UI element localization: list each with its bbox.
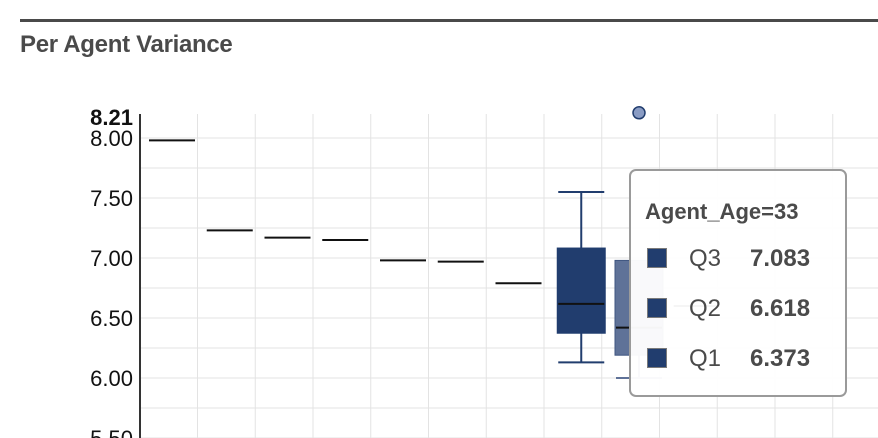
tooltip-row-q2: Q2 6.618 [645, 295, 835, 325]
tooltip-label: Q3 [689, 245, 722, 272]
y-tick-label: 7.50 [90, 186, 133, 211]
hover-tooltip: Agent_Age=33 Q3 7.083 Q2 6.618 Q1 6.373 [629, 169, 847, 397]
legend-swatch-icon [647, 248, 667, 268]
y-tick-label: 6.00 [90, 366, 133, 391]
y-max-label: 8.21 [90, 105, 133, 130]
box-body [556, 247, 606, 334]
legend-swatch-icon [647, 298, 667, 318]
tooltip-label: Q2 [689, 295, 722, 322]
y-tick-label: 8.00 [90, 126, 133, 151]
y-tick-label: 7.00 [90, 246, 133, 271]
y-tick-label: 6.50 [90, 306, 133, 331]
tooltip-value: 6.618 [750, 295, 811, 322]
tooltip-value: 6.373 [750, 345, 811, 372]
outlier-point [632, 106, 646, 120]
chart-title: Per Agent Variance [20, 31, 233, 58]
y-tick-label: 5.50 [90, 426, 133, 438]
title-divider [20, 19, 878, 22]
tooltip-value: 7.083 [750, 245, 811, 272]
tooltip-row-q1: Q1 6.373 [645, 345, 835, 375]
legend-swatch-icon [647, 348, 667, 368]
box-item[interactable] [556, 191, 606, 364]
y-axis: 5.50 6.00 6.50 7.00 7.50 8.008.21 [90, 105, 141, 438]
tooltip-row-q3: Q3 7.083 [645, 245, 835, 275]
tooltip-label: Q1 [689, 345, 722, 372]
tooltip-title: Agent_Age=33 [645, 199, 799, 224]
